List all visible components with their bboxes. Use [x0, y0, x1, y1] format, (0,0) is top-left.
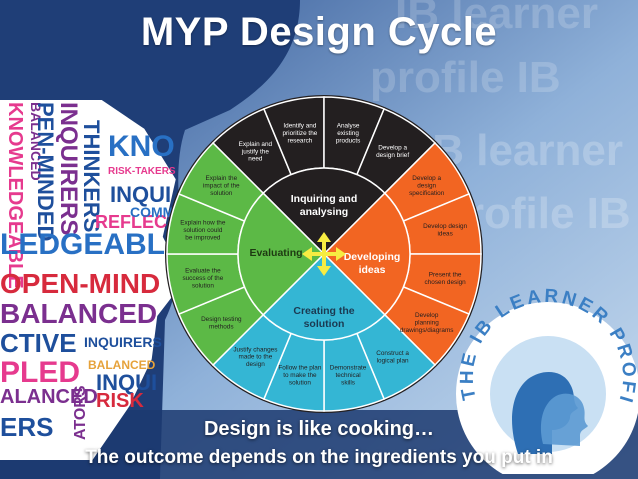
word-penminded: PEN-MINDED	[33, 102, 58, 242]
caption-line-2: The outcome depends on the ingredients y…	[85, 447, 553, 468]
word-alanced: ALANCED	[0, 386, 98, 408]
word-inqui: INQUI	[110, 182, 172, 207]
word-risktakers: RISK-TAKERS	[108, 166, 176, 177]
page-title: MYP Design Cycle	[140, 10, 498, 54]
evaluating-title: Evaluating	[249, 247, 302, 259]
bg-text-1: IB learner	[395, 0, 598, 38]
word-ledgeable: LEDGEABLE	[0, 228, 185, 261]
creating-quadrant	[262, 252, 386, 341]
word-cloud: KNOWLEDGEABLE INQUIRERS THINKERS KNO RIS…	[0, 100, 185, 460]
word-ers: ERS	[0, 412, 54, 442]
word-reflective: REFLECTIVE	[95, 212, 185, 232]
word-ctive: CTIVE	[0, 328, 77, 358]
word-pled: PLED	[0, 356, 81, 389]
bg-text-2: profile IB	[370, 53, 561, 102]
word-risk: RISK	[96, 390, 144, 412]
four-way-arrow-icon	[302, 232, 346, 276]
ib-learner-profile-badge: THE IB LEARNER PROFILE	[448, 284, 638, 474]
word-kno: KNO	[108, 130, 175, 163]
evaluating-quadrant	[237, 192, 326, 316]
word-balanced-3: BALANCED	[88, 358, 156, 372]
word-inqui-2: INQUI	[96, 370, 158, 395]
inquiring-quadrant	[262, 167, 386, 256]
developing-quadrant	[322, 192, 411, 316]
caption-line-1: Design is like cooking…	[203, 418, 435, 440]
word-comm: COMM	[130, 204, 175, 220]
word-inquirers-2: INQUIRERS	[84, 334, 162, 350]
word-balanced: BALANCED	[0, 298, 158, 329]
word-openmind: OPEN-MIND	[0, 268, 161, 299]
